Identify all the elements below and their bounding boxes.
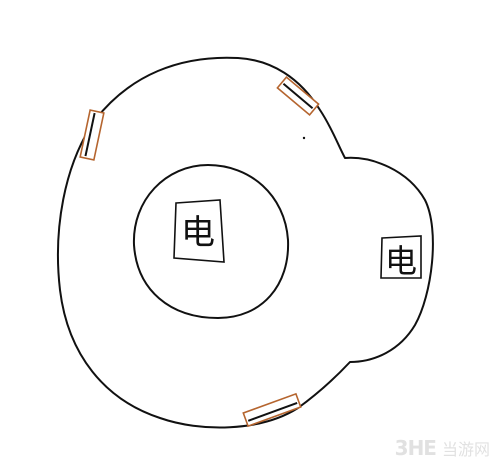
right-label-box <box>380 235 422 279</box>
watermark-text: 当游网 <box>441 440 490 459</box>
inner-circle <box>132 163 290 320</box>
notch-left <box>79 109 105 161</box>
notch-bottom <box>242 392 302 428</box>
right-box-label: 电 <box>385 242 417 280</box>
watermark-logo: 3HE <box>394 436 437 460</box>
watermark: 3HE 当游网 <box>395 436 490 460</box>
outer-blob-outline <box>56 56 434 429</box>
inner-label-box <box>173 199 225 263</box>
notch-top-right <box>276 76 320 116</box>
stray-dot <box>302 136 306 140</box>
inner-box-label: 电 <box>181 213 215 253</box>
